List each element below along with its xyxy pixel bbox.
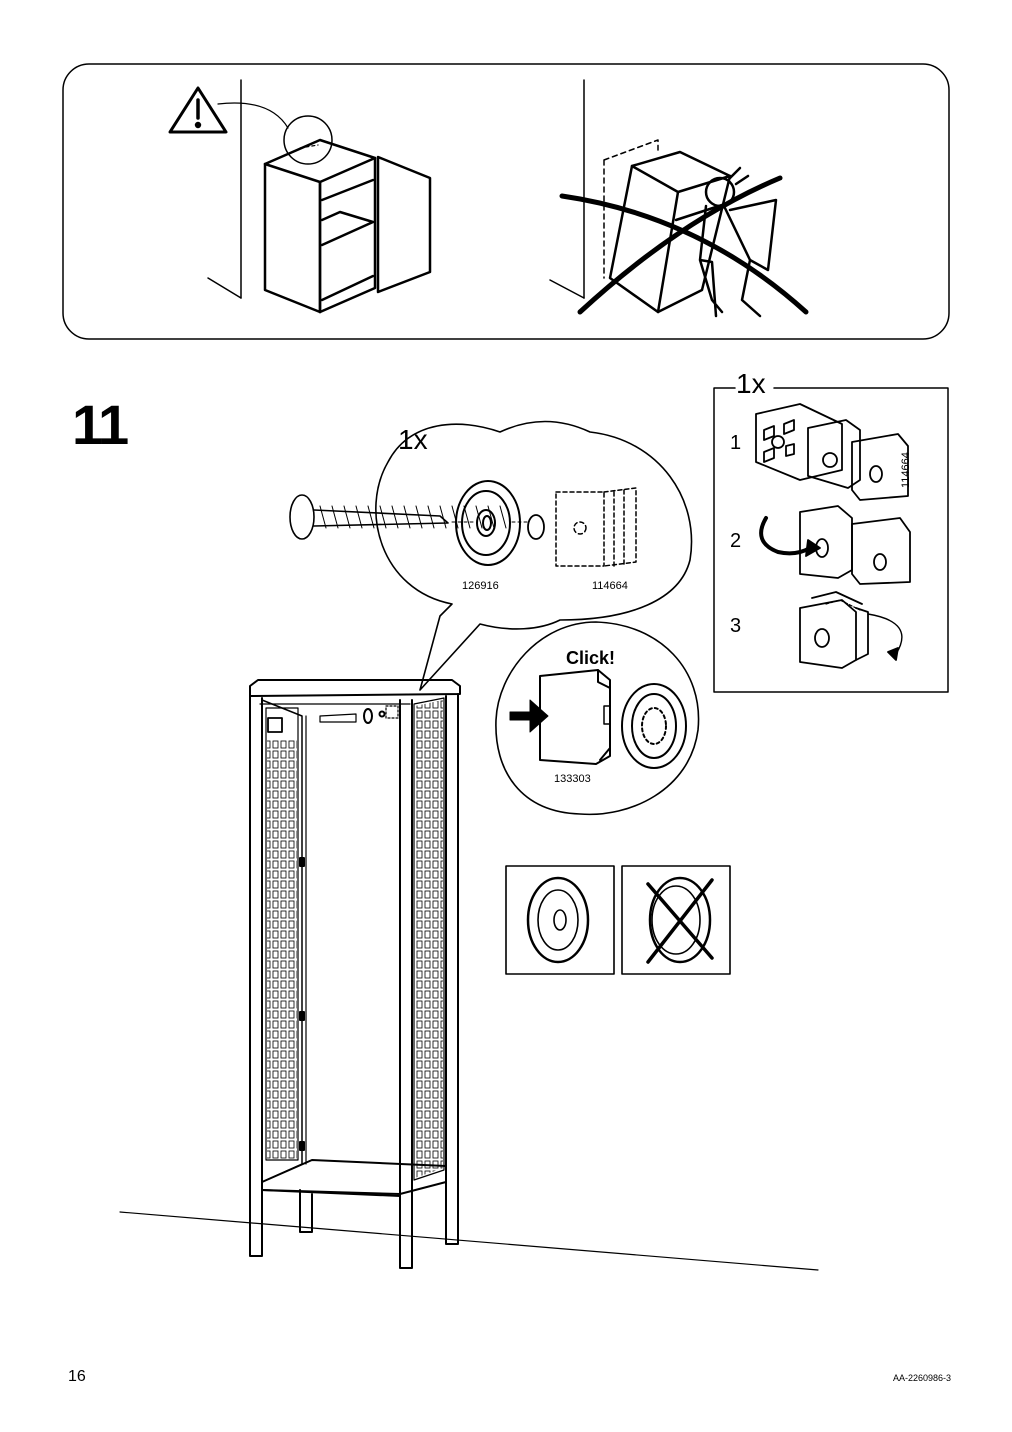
part-number-133303: 133303 <box>554 773 591 785</box>
box-part-number: 114664 <box>900 452 912 488</box>
sub-step-1-number: 1 <box>730 432 742 454</box>
click-bubble-outline <box>495 621 700 816</box>
part-number-114664: 114664 <box>592 580 628 592</box>
warning-panel-frame <box>62 63 950 340</box>
cover-disc-side <box>621 683 687 769</box>
part-number-126916: 126916 <box>462 580 499 592</box>
box-quantity: 1x <box>736 368 766 399</box>
parts-bubble-outline <box>375 420 693 691</box>
tipping-cabinet-drawing <box>608 150 732 314</box>
bubble-quantity: 1x <box>398 424 428 455</box>
tall-cabinet-drawing <box>249 679 461 1269</box>
right-mesh-panel <box>415 700 443 1178</box>
clip-step-1-drawing <box>755 403 909 501</box>
left-mesh-panel <box>267 740 297 1160</box>
cover-plate-133303 <box>539 669 611 765</box>
page-number: 16 <box>68 1368 86 1385</box>
floor-line <box>119 1211 819 1271</box>
plate-114664-dashed <box>555 487 637 567</box>
arrow-right-icon <box>509 699 549 733</box>
sub-steps-box <box>713 387 949 693</box>
step-number: 11 <box>72 393 129 456</box>
click-label: Click! <box>566 648 616 668</box>
document-code: AA-2260986-3 <box>893 1373 952 1383</box>
clip-step-2-drawing <box>759 505 911 585</box>
small-cabinet-drawing <box>263 138 432 314</box>
clip-step-3-drawing <box>799 591 903 669</box>
warning-triangle-icon <box>168 86 228 134</box>
wrong-plug-icon <box>621 865 731 975</box>
cover-disc-126916 <box>455 480 521 566</box>
sub-step-3-number: 3 <box>730 615 742 637</box>
o-ring <box>527 514 545 540</box>
correct-plug-icon <box>505 865 615 975</box>
sub-step-2-number: 2 <box>730 530 742 552</box>
prohibition-cross <box>559 175 809 315</box>
screw-drawing <box>289 494 507 540</box>
